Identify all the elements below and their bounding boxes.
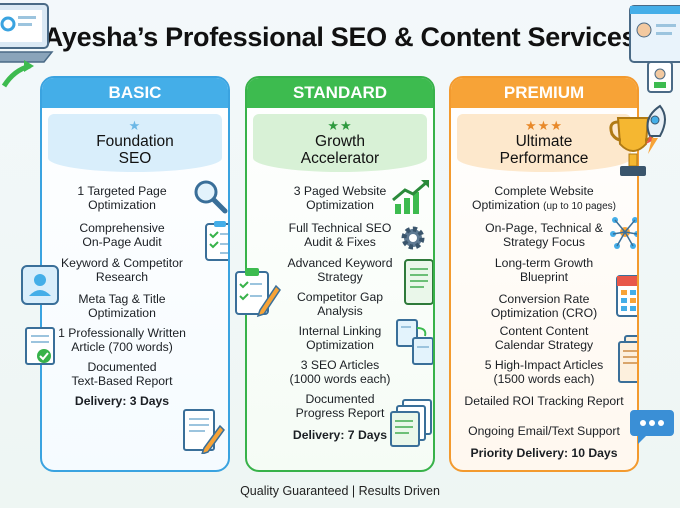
linked-pages-icon <box>396 319 433 365</box>
chat-bubble-icon <box>630 410 674 444</box>
document-pen-icon <box>183 409 225 454</box>
star-rating-standard: ★★ <box>327 118 353 133</box>
document-check-icon <box>25 327 55 365</box>
plan-name-basic: ★ Foundation SEO <box>48 114 222 172</box>
growth-chart-icon <box>392 180 429 214</box>
profile-window-icon <box>629 5 680 93</box>
magnifier-icon <box>194 180 228 214</box>
laptop-icon <box>0 3 54 88</box>
calendar-icon <box>616 275 637 317</box>
plan-card-premium: PREMIUM ★★★ Ultimate Performance Complet… <box>449 76 639 472</box>
avatar-card-icon <box>21 265 59 305</box>
papers-icon <box>618 335 637 383</box>
plan-tier-standard: STANDARD <box>247 78 433 108</box>
gear-icon <box>401 226 425 250</box>
rocket-icon <box>646 104 666 154</box>
feature-item: 5 High-Impact Articles(1500 words each) <box>484 358 604 386</box>
plan-tier-basic: BASIC <box>42 78 228 108</box>
delivery-time: Priority Delivery: 10 Days <box>470 446 618 460</box>
plan-card-standard: STANDARD ★★ Growth Accelerator 3 Paged W… <box>245 76 435 472</box>
delivery-time: Delivery: 7 Days <box>292 428 388 442</box>
trophy-icon <box>609 117 657 176</box>
network-icon <box>610 217 637 249</box>
star-rating-basic: ★ <box>128 118 142 133</box>
delivery-time: Delivery: 3 Days <box>74 394 170 408</box>
feature-item: 3 SEO Articles(1000 words each) <box>289 358 391 386</box>
page-title: Ayesha’s Professional SEO & Content Serv… <box>43 22 637 52</box>
clipboard-pen-icon <box>235 268 281 318</box>
footer-tagline: Quality Guaranteed | Results Driven <box>240 484 440 498</box>
feature-item: Detailed ROI Tracking Report <box>464 394 624 408</box>
plan-tier-premium: PREMIUM <box>451 78 637 108</box>
feature-item: On-Page, Technical &Strategy Focus <box>485 221 603 249</box>
checklist-icon <box>205 221 228 261</box>
plan-name-standard: ★★ Growth Accelerator <box>253 114 427 172</box>
stacked-docs-icon <box>390 399 432 447</box>
feature-item: Ongoing Email/Text Support <box>468 424 620 438</box>
document-icon <box>404 259 433 305</box>
star-rating-premium: ★★★ <box>525 118 563 133</box>
plan-name-premium: ★★★ Ultimate Performance <box>457 114 631 172</box>
